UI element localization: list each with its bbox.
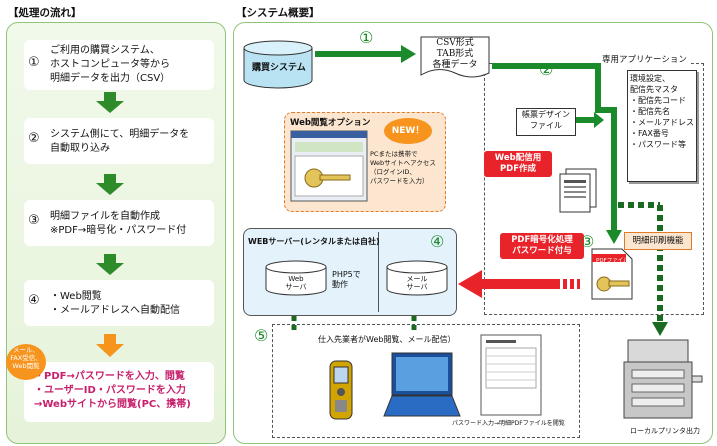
web-option-title: Web閲覧オプション	[290, 118, 371, 128]
step-number: ④	[28, 293, 40, 308]
step-text: ・Web閲覧 ・メールアドレスへ自動配信	[50, 291, 180, 316]
flow-step-1: ① ご利用の購買システム、 ホストコンピュータ等から 明細データを出力（CSV）	[24, 40, 214, 90]
step-number: ②	[28, 131, 40, 146]
arrow-right-icon	[315, 45, 416, 63]
system-title: 【システム概要】	[236, 7, 320, 19]
browser-screen-icon	[290, 130, 368, 202]
mobile-phone-icon	[329, 360, 353, 420]
step-1-number: ①	[359, 28, 374, 47]
step-number: ①	[28, 55, 40, 70]
receive-badge: メール、 FAX受信、 Web閲覧	[6, 344, 46, 380]
encrypt-label: PDF暗号化処理 パスワード付与	[500, 233, 584, 259]
flow-step-4: ④ ・Web閲覧 ・メールアドレスへ自動配信	[24, 280, 214, 326]
printer-icon	[623, 339, 703, 419]
step-text: ご利用の購買システム、 ホストコンピュータ等から 明細データを出力（CSV）	[50, 45, 171, 84]
web-option-text: PCまたは携帯で Webサイトへアクセス （ログインID、 パスワードを入力）	[370, 150, 436, 185]
web-server-title: WEBサーバー(レンタルまたは自社)	[248, 237, 380, 246]
laptop-icon	[383, 352, 461, 417]
step-number: ③	[28, 213, 40, 228]
purchase-system-label: 購買システム	[252, 63, 306, 73]
pdf-file-tag: PDFファイル	[596, 258, 629, 264]
pdf-view-caption: パスワード入力→明細PDFファイルを閲覧	[452, 420, 565, 427]
settings-list: 環境設定、 配信先マスタ ・配信先コード ・配信先名 ・メールアドレス ・FAX…	[627, 70, 697, 182]
step-text: ・PDF→パスワードを入力、閲覧 ・ユーザーID・パスワードを入力 →Webサイ…	[34, 371, 191, 410]
pdf-lock-key-icon	[591, 248, 633, 300]
step-text: システム側にて、明細データを 自動取り込み	[50, 129, 190, 154]
flow-step-3: ③ 明細ファイルを自動作成 ※PDF→暗号化・パスワード付	[24, 200, 214, 246]
purchase-system-db-icon	[243, 40, 313, 89]
app-label: 専用アプリケーション	[600, 55, 689, 65]
document-icon	[420, 36, 490, 78]
step-4-number: ④	[430, 232, 445, 251]
pdf-document-icon	[480, 334, 542, 416]
supplier-label: 仕入先業者がWeb閲覧、メール配信）	[318, 335, 456, 344]
server-divider	[378, 232, 379, 312]
flow-step-2: ② システム側にて、明細データを 自動取り込み	[24, 118, 214, 164]
web-server-db-icon	[265, 260, 327, 296]
step-3-number: ③	[580, 232, 595, 251]
pdf-docs-icon	[559, 168, 597, 213]
web-server-label: Web サーバ	[285, 275, 307, 291]
step-5-number: ⑤	[254, 326, 269, 345]
new-badge: NEW！	[384, 118, 432, 144]
php-label: PHP5で 動作	[332, 270, 361, 289]
mail-server-db-icon	[386, 260, 448, 296]
flow-step-5: ・PDF→パスワードを入力、閲覧 ・ユーザーID・パスワードを入力 →Webサイ…	[24, 362, 214, 422]
web-pdf-label: Web配信用 PDF作成	[484, 151, 552, 177]
mail-server-label: メール サーバ	[406, 275, 428, 291]
supplier-area	[272, 324, 580, 438]
step-2-number: ②	[539, 60, 554, 79]
csv-data-label: CSV形式 TAB形式 各種データ	[432, 38, 478, 70]
flow-title: 【処理の流れ】	[8, 7, 82, 19]
step-text: 明細ファイルを自動作成 ※PDF→暗号化・パスワード付	[50, 211, 187, 236]
printer-caption: ローカルプリンタ出力	[630, 427, 700, 435]
form-design-file: 帳票デザイン ファイル	[516, 108, 576, 136]
print-function-label: 明細印刷機能	[624, 232, 692, 250]
